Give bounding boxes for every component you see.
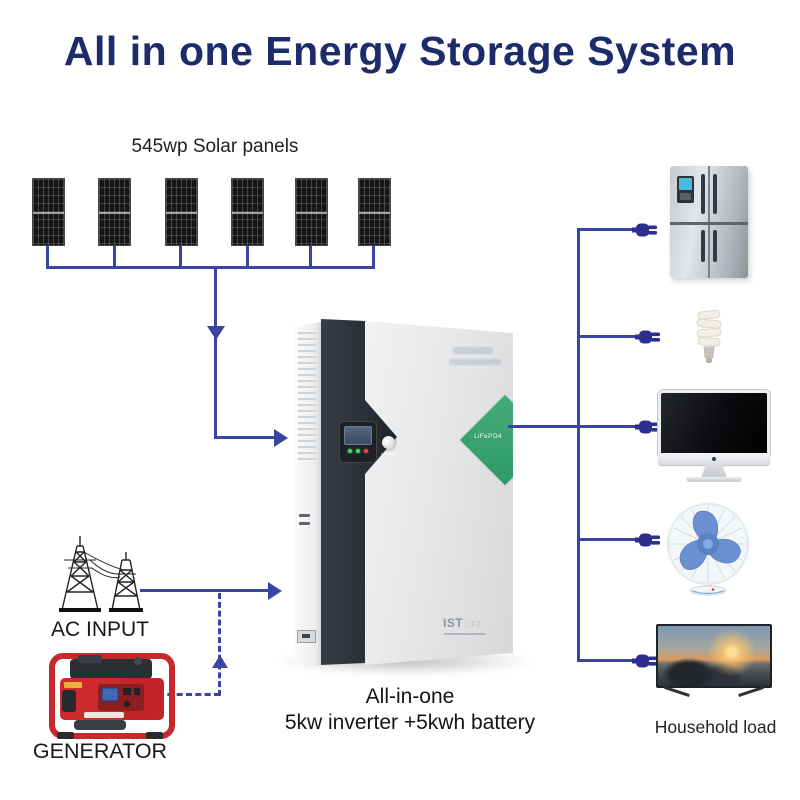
lcd-display: [339, 421, 377, 463]
ac-input-line: [140, 589, 270, 592]
arrow-down-icon: [207, 326, 225, 340]
power-plug-icon: [632, 654, 657, 668]
connector-line: [113, 246, 116, 268]
status-leds: [340, 449, 376, 453]
computer-screen: [658, 390, 770, 456]
power-plug-icon: [635, 330, 660, 344]
solar-panel-icon: [295, 178, 328, 246]
fan-icon: [666, 502, 750, 596]
page-title: All in one Energy Storage System: [63, 28, 737, 74]
unit-caption: All-in-one 5kw inverter +5kwh battery: [245, 684, 575, 737]
power-plug-icon: [635, 533, 660, 547]
solar-bus-line: [46, 266, 375, 269]
solar-panel-icon: [32, 178, 65, 246]
household-load-label: Household load: [654, 717, 777, 737]
unit-side-face: [293, 322, 321, 666]
tv-screen: [656, 624, 772, 688]
unit-front-face: LiFePO4 ISTLiFE: [365, 321, 513, 665]
connector-line: [214, 436, 276, 439]
led-red: [364, 449, 368, 453]
power-plug-icon: [632, 223, 657, 237]
connector-line: [214, 266, 217, 439]
load-bus-line: [577, 228, 580, 662]
led-green: [348, 449, 352, 453]
arrow-up-icon: [212, 655, 228, 668]
generator-icon: [49, 653, 175, 739]
connector-line: [372, 246, 375, 268]
arrow-right-icon: [274, 429, 288, 447]
solar-panel-icon: [231, 178, 264, 246]
brand-tagline-mark: [444, 633, 486, 635]
bulb-icon: [696, 309, 722, 363]
button-label-mark: [381, 453, 396, 455]
faint-logo-mark: [449, 359, 501, 365]
generator-dashed-line: [158, 693, 220, 696]
round-power-button: [382, 436, 395, 449]
fridge-icon: [670, 166, 748, 278]
side-port: [299, 514, 310, 517]
solar-panel-icon: [98, 178, 131, 246]
green-diamond-badge: [459, 394, 513, 486]
branch-line: [577, 228, 635, 231]
connector-line: [46, 246, 49, 268]
solar-panel-icon: [358, 178, 391, 246]
faint-logo-mark: [453, 347, 493, 354]
solar-panels-label: 545wp Solar panels: [131, 136, 299, 157]
transmission-tower-icon: [59, 536, 143, 612]
branch-line: [577, 659, 635, 662]
power-plug-icon: [635, 420, 660, 434]
fridge-dispenser: [677, 176, 694, 203]
solar-panel-icon: [165, 178, 198, 246]
computer-icon: [658, 390, 770, 482]
inverter-battery-unit: LiFePO4 ISTLiFE: [269, 310, 541, 676]
led-green: [356, 449, 360, 453]
connector-line: [246, 246, 249, 268]
output-line: [508, 425, 638, 428]
branch-line: [577, 538, 638, 541]
vent-grille-icon: [298, 332, 316, 464]
branch-line: [577, 335, 638, 338]
brand-logo: ISTLiFE: [443, 616, 483, 630]
tv-icon: [656, 624, 772, 700]
caption-line1: All-in-one: [365, 685, 455, 708]
connector-line: [179, 246, 182, 268]
unit-dark-stripe: [321, 319, 397, 665]
ac-input-label: AC INPUT: [50, 618, 149, 641]
arrow-right-icon: [268, 582, 282, 600]
generator-label: GENERATOR: [32, 739, 168, 763]
connector-line: [309, 246, 312, 268]
generator-dashed-line: [218, 593, 221, 696]
lcd-screen: [344, 426, 372, 445]
unit-handle-slot: [297, 630, 316, 643]
side-port: [299, 522, 310, 525]
caption-line2: 5kw inverter +5kwh battery: [284, 711, 536, 735]
lifepo4-badge-label: LiFePO4: [474, 433, 502, 440]
